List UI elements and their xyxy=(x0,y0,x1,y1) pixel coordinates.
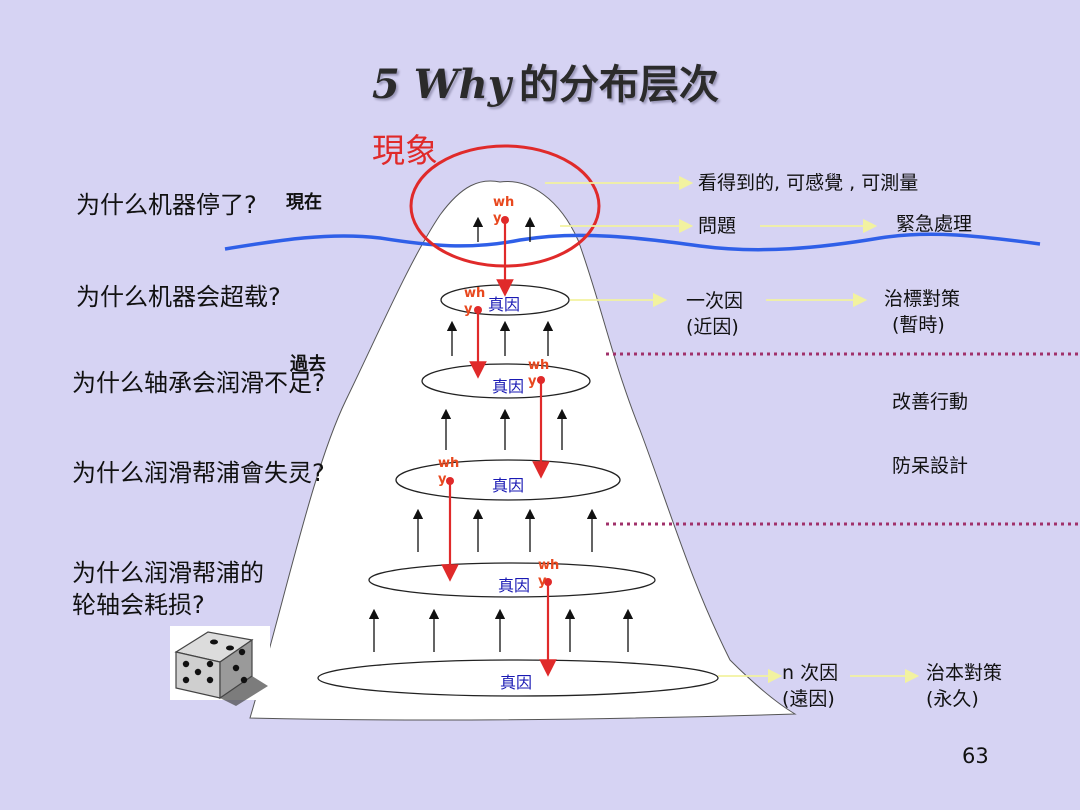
cause-label-4: 真因 xyxy=(498,576,531,595)
page-number: 63 xyxy=(962,744,989,768)
n-cause-label: n 次因 (遠因) xyxy=(782,662,839,710)
why-arrows xyxy=(441,220,557,677)
title-zh: 的分布层次 xyxy=(519,62,720,108)
iceberg-shape xyxy=(249,180,797,721)
pointer-arrows xyxy=(545,175,920,684)
question-3: 为什么轴承会润滑不足? xyxy=(72,369,325,397)
question-5-line-2: 轮轴会耗损? xyxy=(72,591,205,619)
root-fix-label: 治本對策 (永久) xyxy=(926,662,1003,710)
cause-ellipse-3 xyxy=(395,459,621,501)
time-label-past: 過去 xyxy=(290,354,326,375)
emergency-label: 緊急處理 xyxy=(896,213,973,235)
problem-label: 問題 xyxy=(698,215,737,237)
phenomenon-label: 現象 xyxy=(372,131,438,170)
question-5-line-1: 为什么润滑帮浦的 xyxy=(72,559,264,587)
foolproof-label: 防呆設計 xyxy=(892,455,969,477)
first-cause-label: 一次因 (近因) xyxy=(686,290,744,338)
symptom-fix-label: 治標對策 (暫時) xyxy=(884,288,961,336)
why-dots xyxy=(446,216,552,586)
cause-label-2: 真因 xyxy=(492,377,525,396)
water-line xyxy=(224,232,1041,252)
question-4: 为什么润滑帮浦會失灵? xyxy=(72,459,325,487)
dice-icon xyxy=(170,626,270,706)
time-label-now: 現在 xyxy=(286,192,322,213)
title-en: 5 Why xyxy=(372,61,512,108)
question-1: 为什么机器停了? xyxy=(76,191,257,219)
cause-ellipse-5 xyxy=(317,659,719,697)
cause-label-3: 真因 xyxy=(492,476,525,495)
cause-ellipse-2 xyxy=(421,363,591,399)
question-2: 为什么机器会超载? xyxy=(76,283,281,311)
cause-label-5: 真因 xyxy=(500,673,533,692)
visible-label: 看得到的, 可感覺 , 可測量 xyxy=(698,172,919,194)
cause-ellipse-4 xyxy=(368,562,656,598)
upward-arrows xyxy=(368,216,634,652)
cause-label-1: 真因 xyxy=(488,295,521,314)
improve-label: 改善行動 xyxy=(892,391,969,413)
